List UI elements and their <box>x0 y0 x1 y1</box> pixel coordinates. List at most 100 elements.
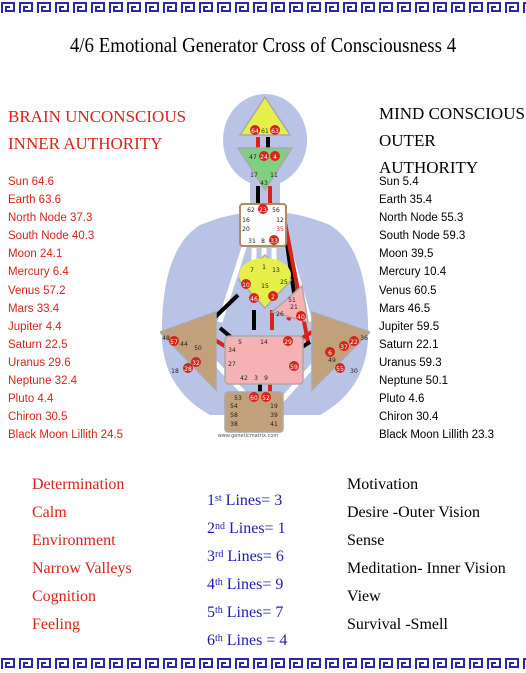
line-suffix: st <box>215 493 222 504</box>
left-word: Determination <box>32 476 125 493</box>
gate-label: 16 <box>242 217 250 224</box>
right-word: Survival -Smell <box>347 616 448 633</box>
line-text: Lines= 9 <box>222 576 284 593</box>
gate-label: 22 <box>350 339 358 346</box>
page-title: 4/6 Emotional Generator Cross of Conscio… <box>69 33 457 57</box>
gate-label: 37 <box>340 344 348 351</box>
gate-label: 1 <box>262 264 266 271</box>
gate-label: 51 <box>288 297 296 304</box>
mind-planet: Neptune 50.1 <box>379 375 449 388</box>
line-suffix: rd <box>215 549 224 560</box>
gate-label: 19 <box>270 403 278 410</box>
mind-planet: Chiron 30.4 <box>379 411 439 424</box>
gate-label: 4 <box>273 154 277 161</box>
gate-label: 57 <box>170 339 178 346</box>
line-number: 2 <box>207 520 215 537</box>
brain-planet: Chiron 30.5 <box>8 411 68 424</box>
gate-label: 38 <box>230 421 238 428</box>
line-count: 6th Lines = 4 <box>207 627 287 655</box>
gate-label: 13 <box>272 267 280 274</box>
gate-label: 42 <box>240 375 248 382</box>
mind-planet: Sun 5.4 <box>379 176 419 188</box>
gate-label: 28 <box>184 366 192 373</box>
gate-label: 59 <box>290 364 298 371</box>
line-text: Lines= 6 <box>223 548 284 565</box>
left-word: Calm <box>32 504 67 521</box>
gate-label: 32 <box>192 360 200 367</box>
line-suffix: th <box>215 633 223 644</box>
gate-label: 61 <box>261 128 269 135</box>
gate-label: 23 <box>259 207 267 214</box>
line-suffix: th <box>215 605 223 616</box>
line-suffix: th <box>215 577 223 588</box>
bodygraph-chart: 64 61 63 47 24 4 17 11 43 62 23 56 16 20… <box>160 94 370 439</box>
mind-planet: North Node 55.3 <box>379 212 464 225</box>
ajna-center: 47 24 4 17 11 43 <box>236 147 294 192</box>
gate-label: 7 <box>250 267 254 274</box>
mind-planet: Mercury 10.4 <box>379 266 447 279</box>
mind-planet: Uranus 59.3 <box>379 356 442 369</box>
brain-planet-list: Sun 64.6 Earth 63.6 North Node 37.3 Sout… <box>8 173 123 444</box>
brain-header: BRAIN UNCONSCIOUS INNER AUTHORITY <box>8 103 186 157</box>
mind-header-line1: MIND CONSCIOUS <box>379 104 525 123</box>
gate-label: 35 <box>276 226 284 233</box>
bottom-greek-key-border <box>0 656 526 672</box>
gate-label: 20 <box>242 226 250 233</box>
gate-label: 52 <box>262 395 270 402</box>
brain-planet: Mars 33.4 <box>8 302 60 315</box>
gate-label: 64 <box>251 128 259 135</box>
gate-label: 21 <box>290 304 298 311</box>
line-count: 1st Lines= 3 <box>207 487 287 515</box>
gate-label: 6 <box>328 350 332 357</box>
mind-header-line2: OUTER AUTHORITY <box>379 131 479 177</box>
gate-label: 34 <box>228 347 236 354</box>
gate-label: 14 <box>260 339 268 346</box>
gate-label: 49 <box>328 357 336 364</box>
gate-label: 50 <box>194 345 202 352</box>
brain-planet: South Node 40.3 <box>8 230 95 243</box>
watermark: www.geneticmatrix.com <box>218 433 279 439</box>
gate-label: 44 <box>180 341 188 348</box>
brain-header-line1: BRAIN UNCONSCIOUS <box>8 107 187 126</box>
solar-plexus-center: 36 22 37 6 49 55 30 <box>311 310 370 392</box>
brain-planet: Venus 57.2 <box>8 284 66 297</box>
brain-planet: Neptune 32.4 <box>8 375 78 388</box>
gate-label: 63 <box>271 128 279 135</box>
mind-planet: Jupiter 59.5 <box>379 320 440 333</box>
line-count: 3rd Lines= 6 <box>207 543 287 571</box>
right-word: Sense <box>347 532 385 549</box>
gate-label: 41 <box>270 421 278 428</box>
gate-label: 17 <box>250 172 258 179</box>
brain-planet: Earth 63.6 <box>8 194 62 207</box>
left-word: Narrow Valleys <box>32 560 132 577</box>
g-center: 7 1 13 10 15 25 46 2 <box>237 253 293 310</box>
brain-header-line2: INNER AUTHORITY <box>8 134 163 153</box>
mind-planet-list: Sun 5.4 Earth 35.4 North Node 55.3 South… <box>379 173 494 444</box>
gate-label: 33 <box>270 238 278 245</box>
gate-label: 3 <box>254 375 258 382</box>
right-word: View <box>347 588 381 605</box>
gate-label: 25 <box>280 279 288 286</box>
brain-planet: Sun 64.6 <box>8 176 55 188</box>
gate-label: 48 <box>162 335 170 342</box>
right-words-list: Motivation Desire -Outer Vision Sense Me… <box>347 471 506 639</box>
line-text: Lines = 4 <box>222 632 288 649</box>
gate-label: 62 <box>247 207 255 214</box>
mind-header: MIND CONSCIOUS OUTER AUTHORITY <box>379 100 526 181</box>
gate-label: 24 <box>260 154 268 161</box>
gate-label: 54 <box>230 403 238 410</box>
gate-label: 10 <box>242 282 250 289</box>
gate-label: 26 <box>276 311 284 318</box>
gate-label: 2 <box>271 294 275 301</box>
brain-planet: Black Moon Lillith 24.5 <box>8 429 124 442</box>
gate-label: 43 <box>260 180 268 187</box>
mind-planet: Saturn 22.1 <box>379 338 439 351</box>
gate-label: 56 <box>272 207 280 214</box>
gate-label: 27 <box>228 361 236 368</box>
gate-label: 58 <box>230 412 238 419</box>
left-word: Cognition <box>32 588 97 605</box>
gate-label: 29 <box>284 339 292 346</box>
brain-planet: Moon 24.1 <box>8 248 63 261</box>
gate-label: 60 <box>250 395 258 402</box>
gate-label: 8 <box>261 238 265 245</box>
